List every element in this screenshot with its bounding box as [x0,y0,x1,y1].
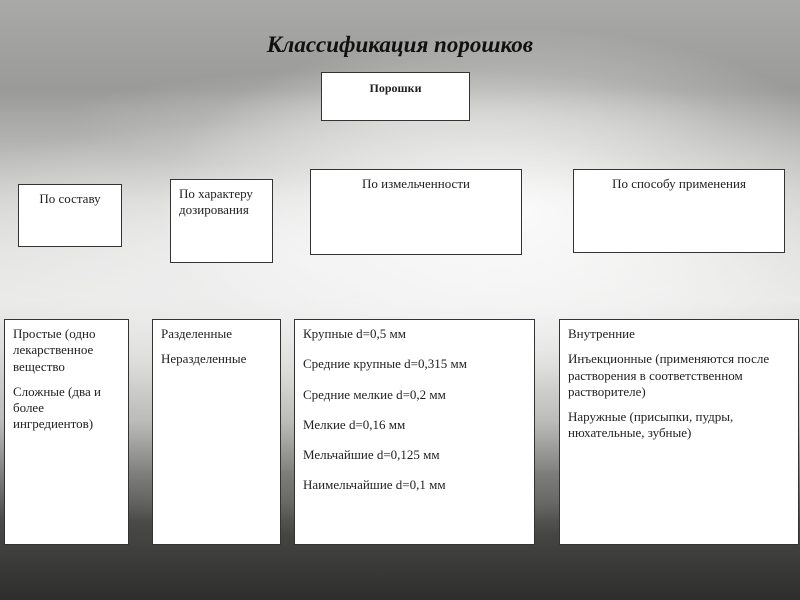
detail-dosing: Разделенные Неразделенные [152,319,281,545]
detail-item: Крупные d=0,5 мм [303,326,406,341]
detail-item: Мелкие d=0,16 мм [303,416,406,432]
detail-item: Средние крупные d=0,315 мм [303,356,467,372]
detail-item: Простые (одно лекарственное вещество [13,326,96,374]
detail-item: Сложные (два и более ингредиентов) [13,383,101,432]
detail-item: Наружные (присыпки, пудры, нюхательные, … [568,409,734,441]
detail-item: Инъекционные (применяются после растворе… [568,351,770,399]
detail-item: Неразделенные [161,351,247,367]
detail-application: Внутренние Инъекционные (применяются пос… [559,319,799,545]
detail-item: Наимельчайшие d=0,1 мм [303,477,446,493]
category-grinding: По измельченности [310,169,522,255]
detail-item: Внутренние [568,326,635,341]
category-composition: По составу [18,184,122,247]
detail-item: Мельчайшие d=0,125 мм [303,447,440,462]
root-node: Порошки [321,72,470,121]
detail-item: Средние мелкие d=0,2 мм [303,386,446,402]
category-application: По способу применения [573,169,785,253]
category-dosing: По характеру дозирования [170,179,273,263]
detail-composition: Простые (одно лекарственное вещество Сло… [4,319,129,545]
detail-item: Разделенные [161,326,232,341]
diagram-title: Классификация порошков [266,32,534,57]
detail-grinding: Крупные d=0,5 мм Средние крупные d=0,315… [294,319,535,545]
